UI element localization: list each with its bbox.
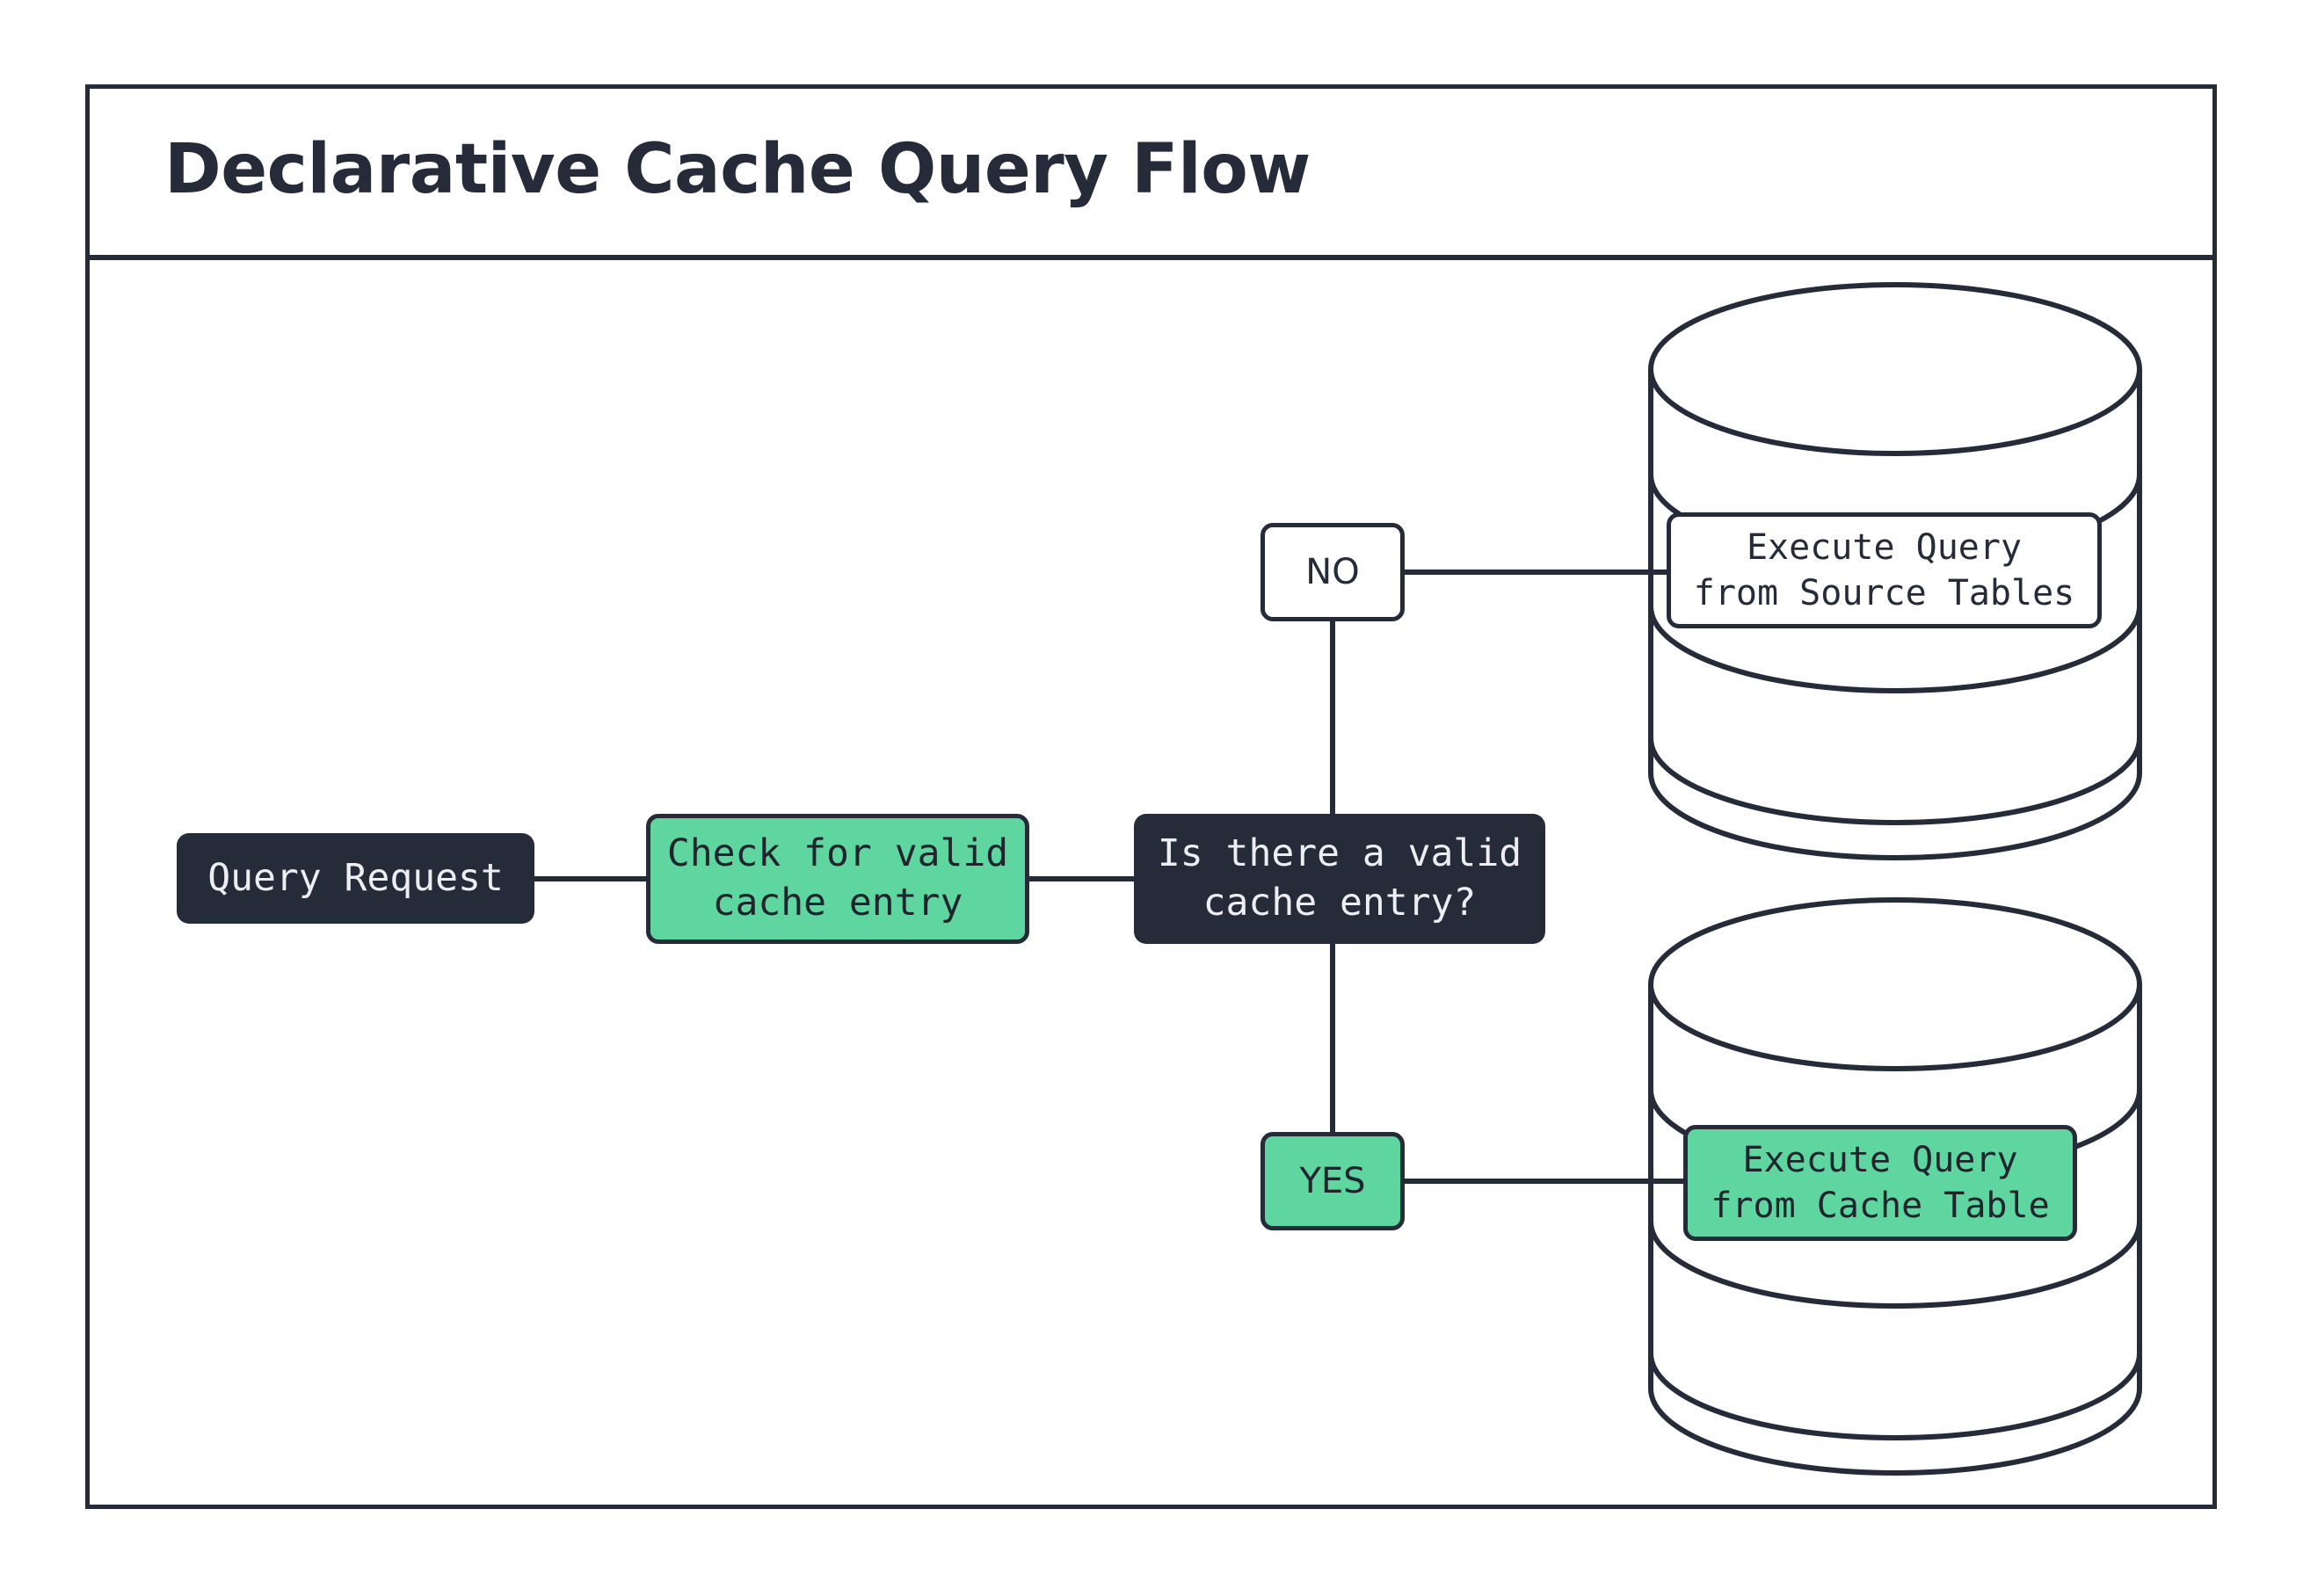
node-execute-query-from-cache-table[interactable]: Execute Query from Cache Table	[1683, 1125, 2077, 1241]
diagram-frame	[85, 84, 2217, 1509]
edge-label-yes[interactable]: YES	[1260, 1132, 1405, 1230]
node-decision-valid-cache-entry[interactable]: Is there a valid cache entry?	[1134, 814, 1545, 944]
page-title: Declarative Cache Query Flow	[164, 130, 1311, 209]
edge-label-no[interactable]: NO	[1260, 523, 1405, 621]
node-execute-query-from-source-tables[interactable]: Execute Query from Source Tables	[1667, 512, 2102, 628]
node-check-for-valid-cache-entry[interactable]: Check for valid cache entry	[646, 814, 1029, 944]
diagram-header: Declarative Cache Query Flow	[85, 84, 2217, 260]
node-query-request[interactable]: Query Request	[177, 833, 534, 924]
